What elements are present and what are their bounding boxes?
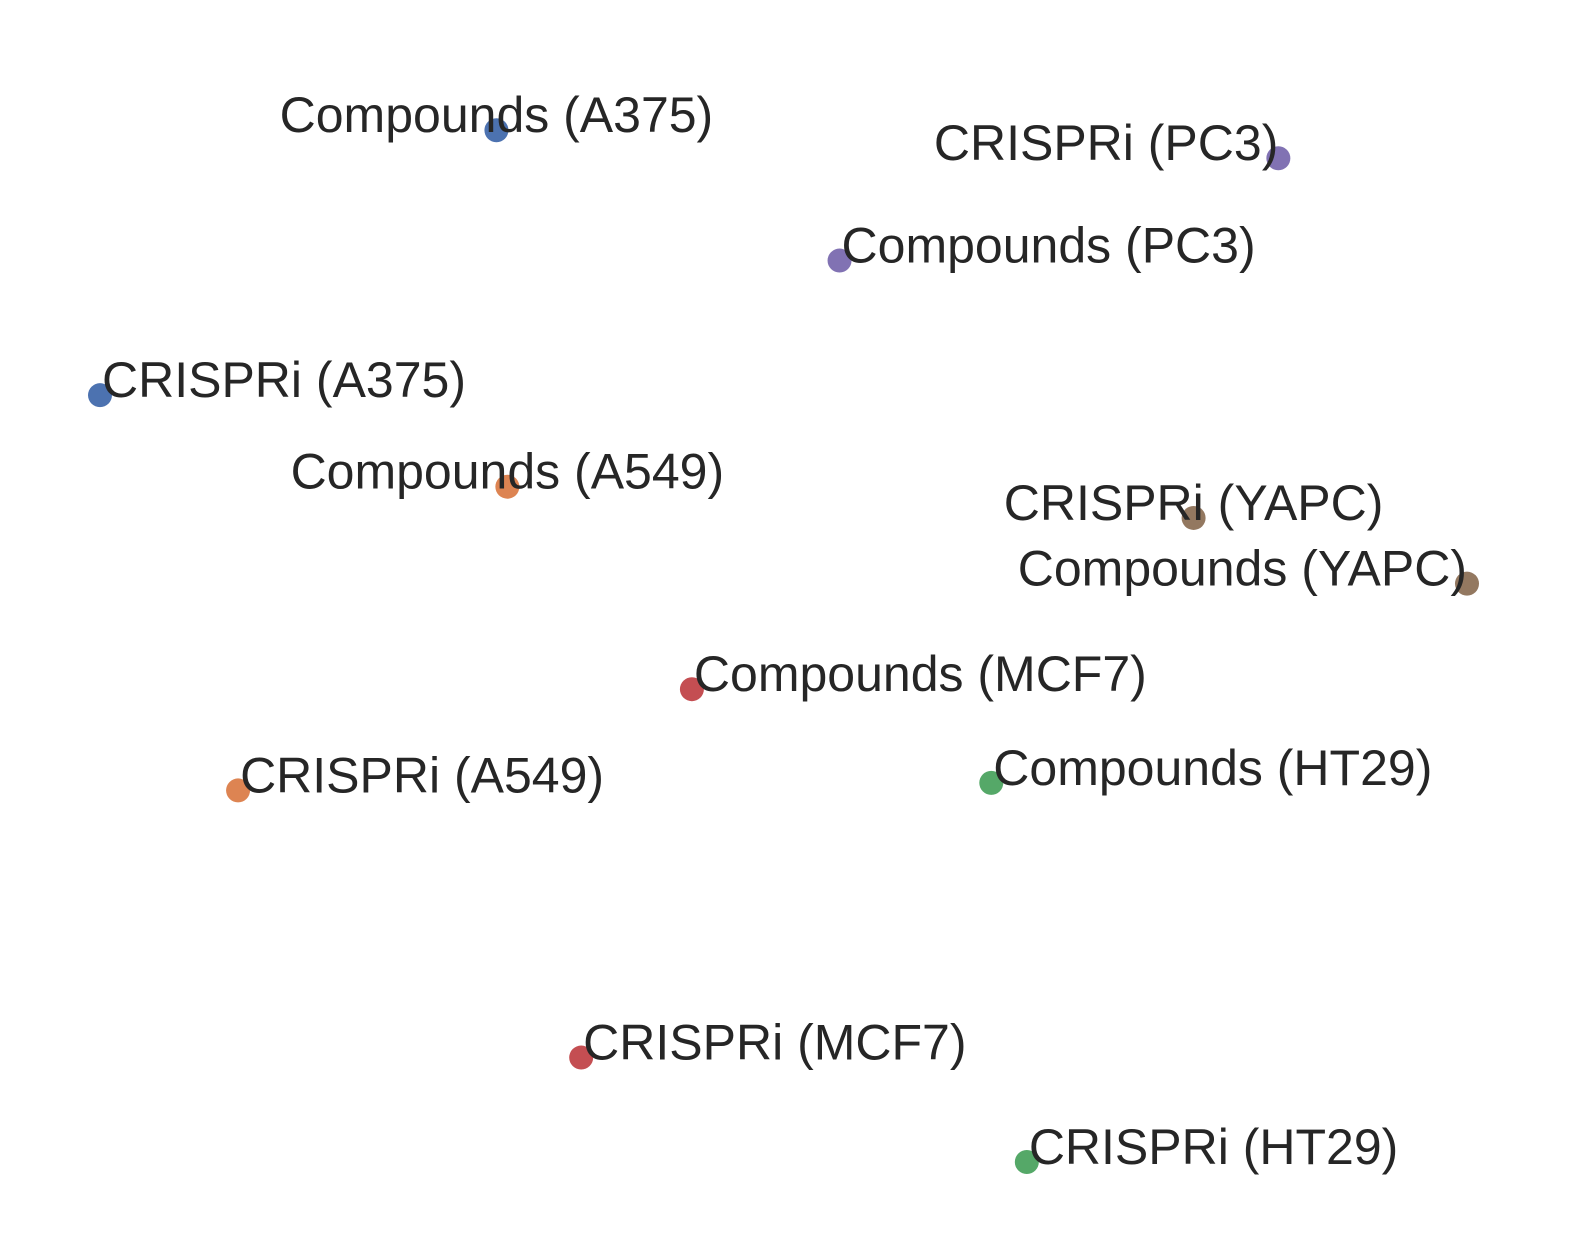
data-point-yapc-5 (1181, 505, 1206, 530)
point-label-5: CRISPRi (YAPC) (1004, 475, 1384, 531)
data-point-ht29-8 (979, 770, 1004, 795)
data-point-a549-9 (226, 778, 251, 803)
data-point-mcf7-10 (569, 1045, 594, 1070)
point-label-9: CRISPRi (A549) (240, 747, 604, 803)
labels-layer: Compounds (A375) CRISPRi (PC3) Compounds (… (102, 87, 1467, 1175)
point-label-7: Compounds (MCF7) (694, 646, 1147, 702)
data-point-a375-3 (88, 383, 112, 408)
data-point-mcf7-7 (679, 677, 704, 702)
point-label-4: Compounds (A549) (291, 444, 725, 500)
point-label-11: CRISPRi (HT29) (1029, 1119, 1398, 1175)
point-label-6: Compounds (YAPC) (1018, 541, 1467, 597)
data-point-pc3-2 (827, 248, 852, 273)
data-point-pc3-1 (1266, 146, 1291, 171)
points-layer (88, 118, 1479, 1174)
point-label-0: Compounds (A375) (280, 87, 714, 143)
point-label-2: Compounds (PC3) (842, 218, 1256, 274)
data-point-a549-4 (495, 474, 520, 499)
data-point-ht29-11 (1014, 1150, 1039, 1174)
data-point-yapc-6 (1455, 571, 1479, 596)
point-label-10: CRISPRi (MCF7) (583, 1015, 966, 1071)
point-label-3: CRISPRi (A375) (102, 352, 466, 408)
point-label-1: CRISPRi (PC3) (934, 115, 1278, 171)
data-point-a375-0 (484, 118, 509, 143)
point-label-8: Compounds (HT29) (993, 740, 1432, 796)
